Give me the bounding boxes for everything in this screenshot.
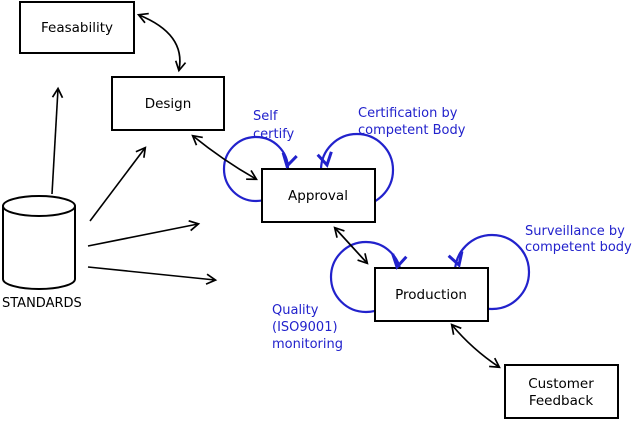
node-customer-feedback (504, 364, 619, 419)
node-feasability (19, 1, 135, 54)
quality-arrowhead-icon (391, 253, 408, 270)
design-label: Design (145, 96, 192, 112)
self-certify-label-line2: certify (253, 127, 295, 142)
production-label: Production (395, 287, 467, 303)
arrow-standards-to-approval (87, 219, 201, 247)
surveillance-label-line2: competent body (525, 240, 632, 255)
approval-label: Approval (288, 188, 348, 204)
node-approval (261, 168, 376, 223)
arrow-standards-to-design (89, 146, 147, 222)
certification-label-line2: competent Body (358, 123, 466, 138)
arrow-feasability-design (136, 12, 187, 73)
arrow-standards-to-feasability (51, 86, 64, 195)
certification-label-line1: Certification by (358, 106, 458, 121)
node-production (374, 267, 489, 322)
customer-feedback-label-line1: Customer (528, 376, 594, 392)
surveillance-label-line1: Surveillance by (525, 224, 625, 239)
certification-arrowhead-icon (316, 151, 333, 168)
quality-label-line3: monitoring (272, 337, 343, 352)
self-certify-label-line1: Self (253, 109, 278, 124)
customer-feedback-label-line2: Feedback (529, 393, 593, 409)
quality-label-line2: (ISO9001) (272, 320, 338, 335)
node-standards-cylinder (2, 195, 76, 290)
arrow-standards-to-production (87, 266, 218, 285)
arrow-production-customer-feedback (450, 323, 501, 369)
feasability-label: Feasability (41, 20, 113, 36)
surveillance-arrowhead-icon (447, 251, 464, 268)
arrow-design-approval (191, 134, 258, 181)
node-design (111, 76, 225, 131)
standards-label: STANDARDS (2, 296, 82, 311)
quality-label-line1: Quality (272, 303, 319, 318)
self-certify-arrowhead-icon (281, 152, 298, 169)
arrow-approval-production (333, 226, 369, 265)
